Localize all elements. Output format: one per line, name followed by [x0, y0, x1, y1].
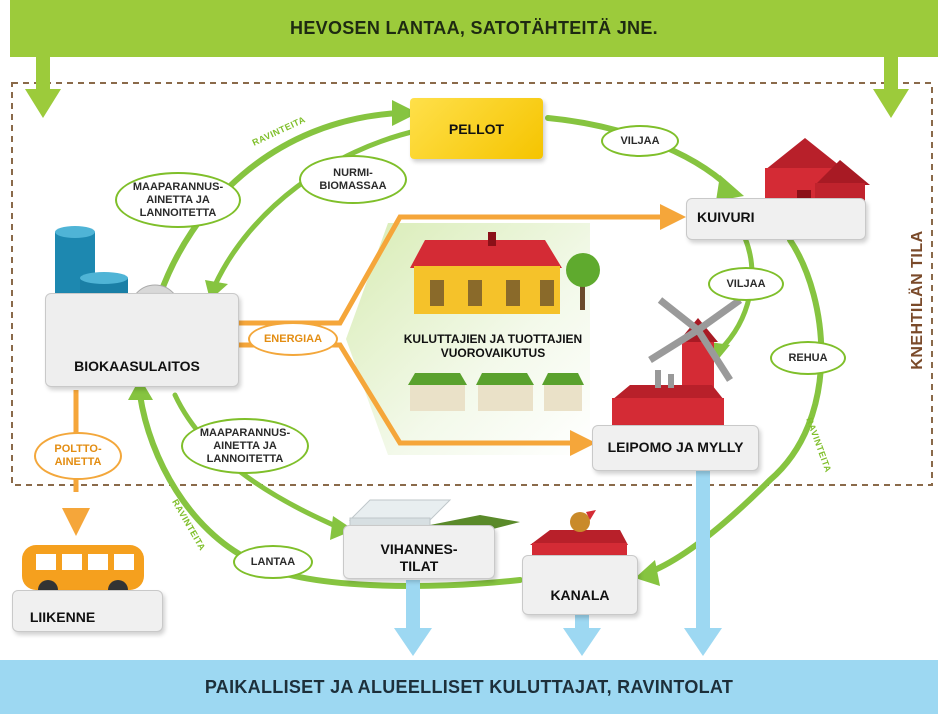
- label-viljaa-top-text: VILJAA: [620, 134, 660, 147]
- label-maaparannus-top-line1: MAAPARANNUS-: [132, 180, 224, 193]
- label-nurmi-line1: NURMI-: [333, 166, 373, 179]
- label-maaparannus-top-line2: AINETTA JA: [146, 193, 210, 206]
- label-maaparannus-bottom: MAAPARANNUS- AINETTA JA LANNOITETTA: [181, 418, 309, 474]
- interaction-label-line1: KULUTTAJIEN JA TUOTTAJIEN: [403, 332, 583, 346]
- consumer-flows: [394, 470, 722, 656]
- node-liikenne-label: LIIKENNE: [29, 609, 96, 625]
- label-viljaa-mid: VILJAA: [708, 267, 784, 301]
- node-biokaasulaitos-label: BIOKAASULAITOS: [74, 358, 200, 374]
- label-poltto-line1: POLTTO-: [54, 443, 102, 455]
- header-text: HEVOSEN LANTAA, SATOTÄHTEITÄ JNE.: [290, 18, 658, 38]
- node-kanala-label: KANALA: [550, 587, 610, 603]
- node-pellot: PELLOT: [410, 98, 543, 159]
- interaction-label-line2: VUOROVAIKUTUS: [440, 346, 546, 360]
- energy-arrowheads: [62, 204, 686, 536]
- label-energiaa-text: ENERGIAA: [263, 332, 323, 345]
- footer-text: PAIKALLISET JA ALUEELLISET KULUTTAJAT, R…: [204, 676, 734, 697]
- tree-icon: [566, 253, 600, 310]
- node-vihannestilat: VIHANNES- TILAT: [343, 525, 495, 579]
- label-maaparannus-bot-line2: AINETTA JA: [213, 439, 277, 452]
- label-lantaa: LANTAA: [233, 545, 313, 579]
- label-poltto: POLTTO- AINETTA: [34, 432, 122, 480]
- label-rehua-text: REHUA: [788, 351, 828, 364]
- node-biokaasulaitos: BIOKAASULAITOS: [45, 293, 239, 387]
- label-lantaa-text: LANTAA: [250, 555, 296, 568]
- node-leipomo: LEIPOMO JA MYLLY: [592, 425, 759, 471]
- node-leipomo-label: LEIPOMO JA MYLLY: [607, 439, 744, 455]
- label-maaparannus-bot-line1: MAAPARANNUS-: [199, 426, 291, 439]
- node-kuivuri-label: KUIVURI: [697, 209, 755, 225]
- label-viljaa-top: VILJAA: [601, 125, 679, 157]
- region-label: KNEHTILÄN TILA: [898, 210, 938, 390]
- node-liikenne: LIIKENNE: [12, 590, 163, 632]
- label-poltto-line2: AINETTA: [54, 456, 102, 468]
- node-vihannes-line2: TILAT: [399, 558, 439, 574]
- label-maaparannus-top-line3: LANNOITETTA: [139, 206, 217, 219]
- green-arrowheads: [128, 100, 744, 586]
- farm-boundary: [11, 82, 933, 486]
- label-maaparannus-top: MAAPARANNUS- AINETTA JA LANNOITETTA: [115, 172, 241, 228]
- region-label-text: KNEHTILÄN TILA: [909, 230, 926, 370]
- node-vihannes-line1: VIHANNES-: [380, 541, 458, 557]
- label-rehua: REHUA: [770, 341, 846, 375]
- rooster-icon: [570, 510, 596, 532]
- label-viljaa-mid-text: VILJAA: [726, 277, 766, 290]
- bakery-building-icon: [612, 370, 724, 426]
- label-nurmi: NURMI- BIOMASSAA: [299, 155, 407, 204]
- header-down-arrows: [25, 57, 909, 118]
- label-energiaa: ENERGIAA: [248, 322, 338, 356]
- interaction-label: KULUTTAJIEN JA TUOTTAJIEN VUOROVAIKUTUS: [382, 332, 604, 360]
- node-pellot-label: PELLOT: [448, 120, 505, 137]
- windmill-icon: [648, 297, 743, 410]
- farmhouse-icon: [410, 232, 562, 314]
- label-maaparannus-bot-line3: LANNOITETTA: [206, 452, 284, 465]
- footer-banner: PAIKALLISET JA ALUEELLISET KULUTTAJAT, R…: [0, 660, 938, 714]
- header-banner: HEVOSEN LANTAA, SATOTÄHTEITÄ JNE.: [10, 0, 938, 57]
- node-kuivuri: KUIVURI: [686, 198, 866, 240]
- market-stall-icon: [408, 373, 584, 411]
- node-kanala: KANALA: [522, 555, 638, 615]
- label-nurmi-line2: BIOMASSAA: [319, 179, 387, 192]
